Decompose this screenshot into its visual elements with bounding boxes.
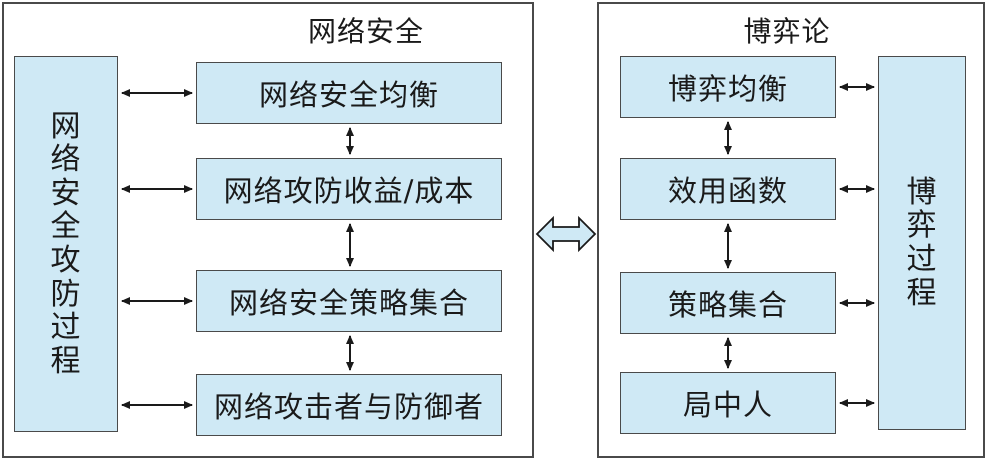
game-theory-title: 博弈论	[728, 10, 846, 50]
security-equilibrium-box: 网络安全均衡	[196, 62, 502, 124]
payoff-cost-box: 网络攻防收益/成本	[196, 158, 502, 220]
side-char: 程	[50, 343, 82, 379]
side-char: 络	[50, 142, 82, 178]
game-process-box: 博 弈 过 程	[878, 56, 966, 430]
side-char: 过	[50, 310, 82, 346]
game-equilibrium-box: 博弈均衡	[620, 56, 836, 118]
side-char: 博	[906, 174, 938, 210]
side-char: 全	[50, 209, 82, 245]
side-char: 安	[50, 175, 82, 211]
side-char: 网	[50, 108, 82, 144]
players-box: 局中人	[620, 372, 836, 434]
side-char: 防	[50, 276, 82, 312]
strategy-set-box: 网络安全策略集合	[196, 270, 502, 332]
bidirectional-mapping-arrow-icon	[535, 215, 597, 253]
game-strategy-set-box: 策略集合	[620, 272, 836, 334]
side-char: 弈	[906, 208, 938, 244]
utility-function-box: 效用函数	[620, 158, 836, 220]
attacker-defender-box: 网络攻击者与防御者	[196, 374, 502, 436]
side-char: 过	[906, 242, 938, 277]
network-security-title: 网络安全	[292, 10, 440, 50]
side-char: 攻	[50, 243, 82, 278]
attack-defense-process-box: 网 络 安 全 攻 防 过 程	[14, 56, 118, 432]
side-char: 程	[906, 275, 938, 311]
